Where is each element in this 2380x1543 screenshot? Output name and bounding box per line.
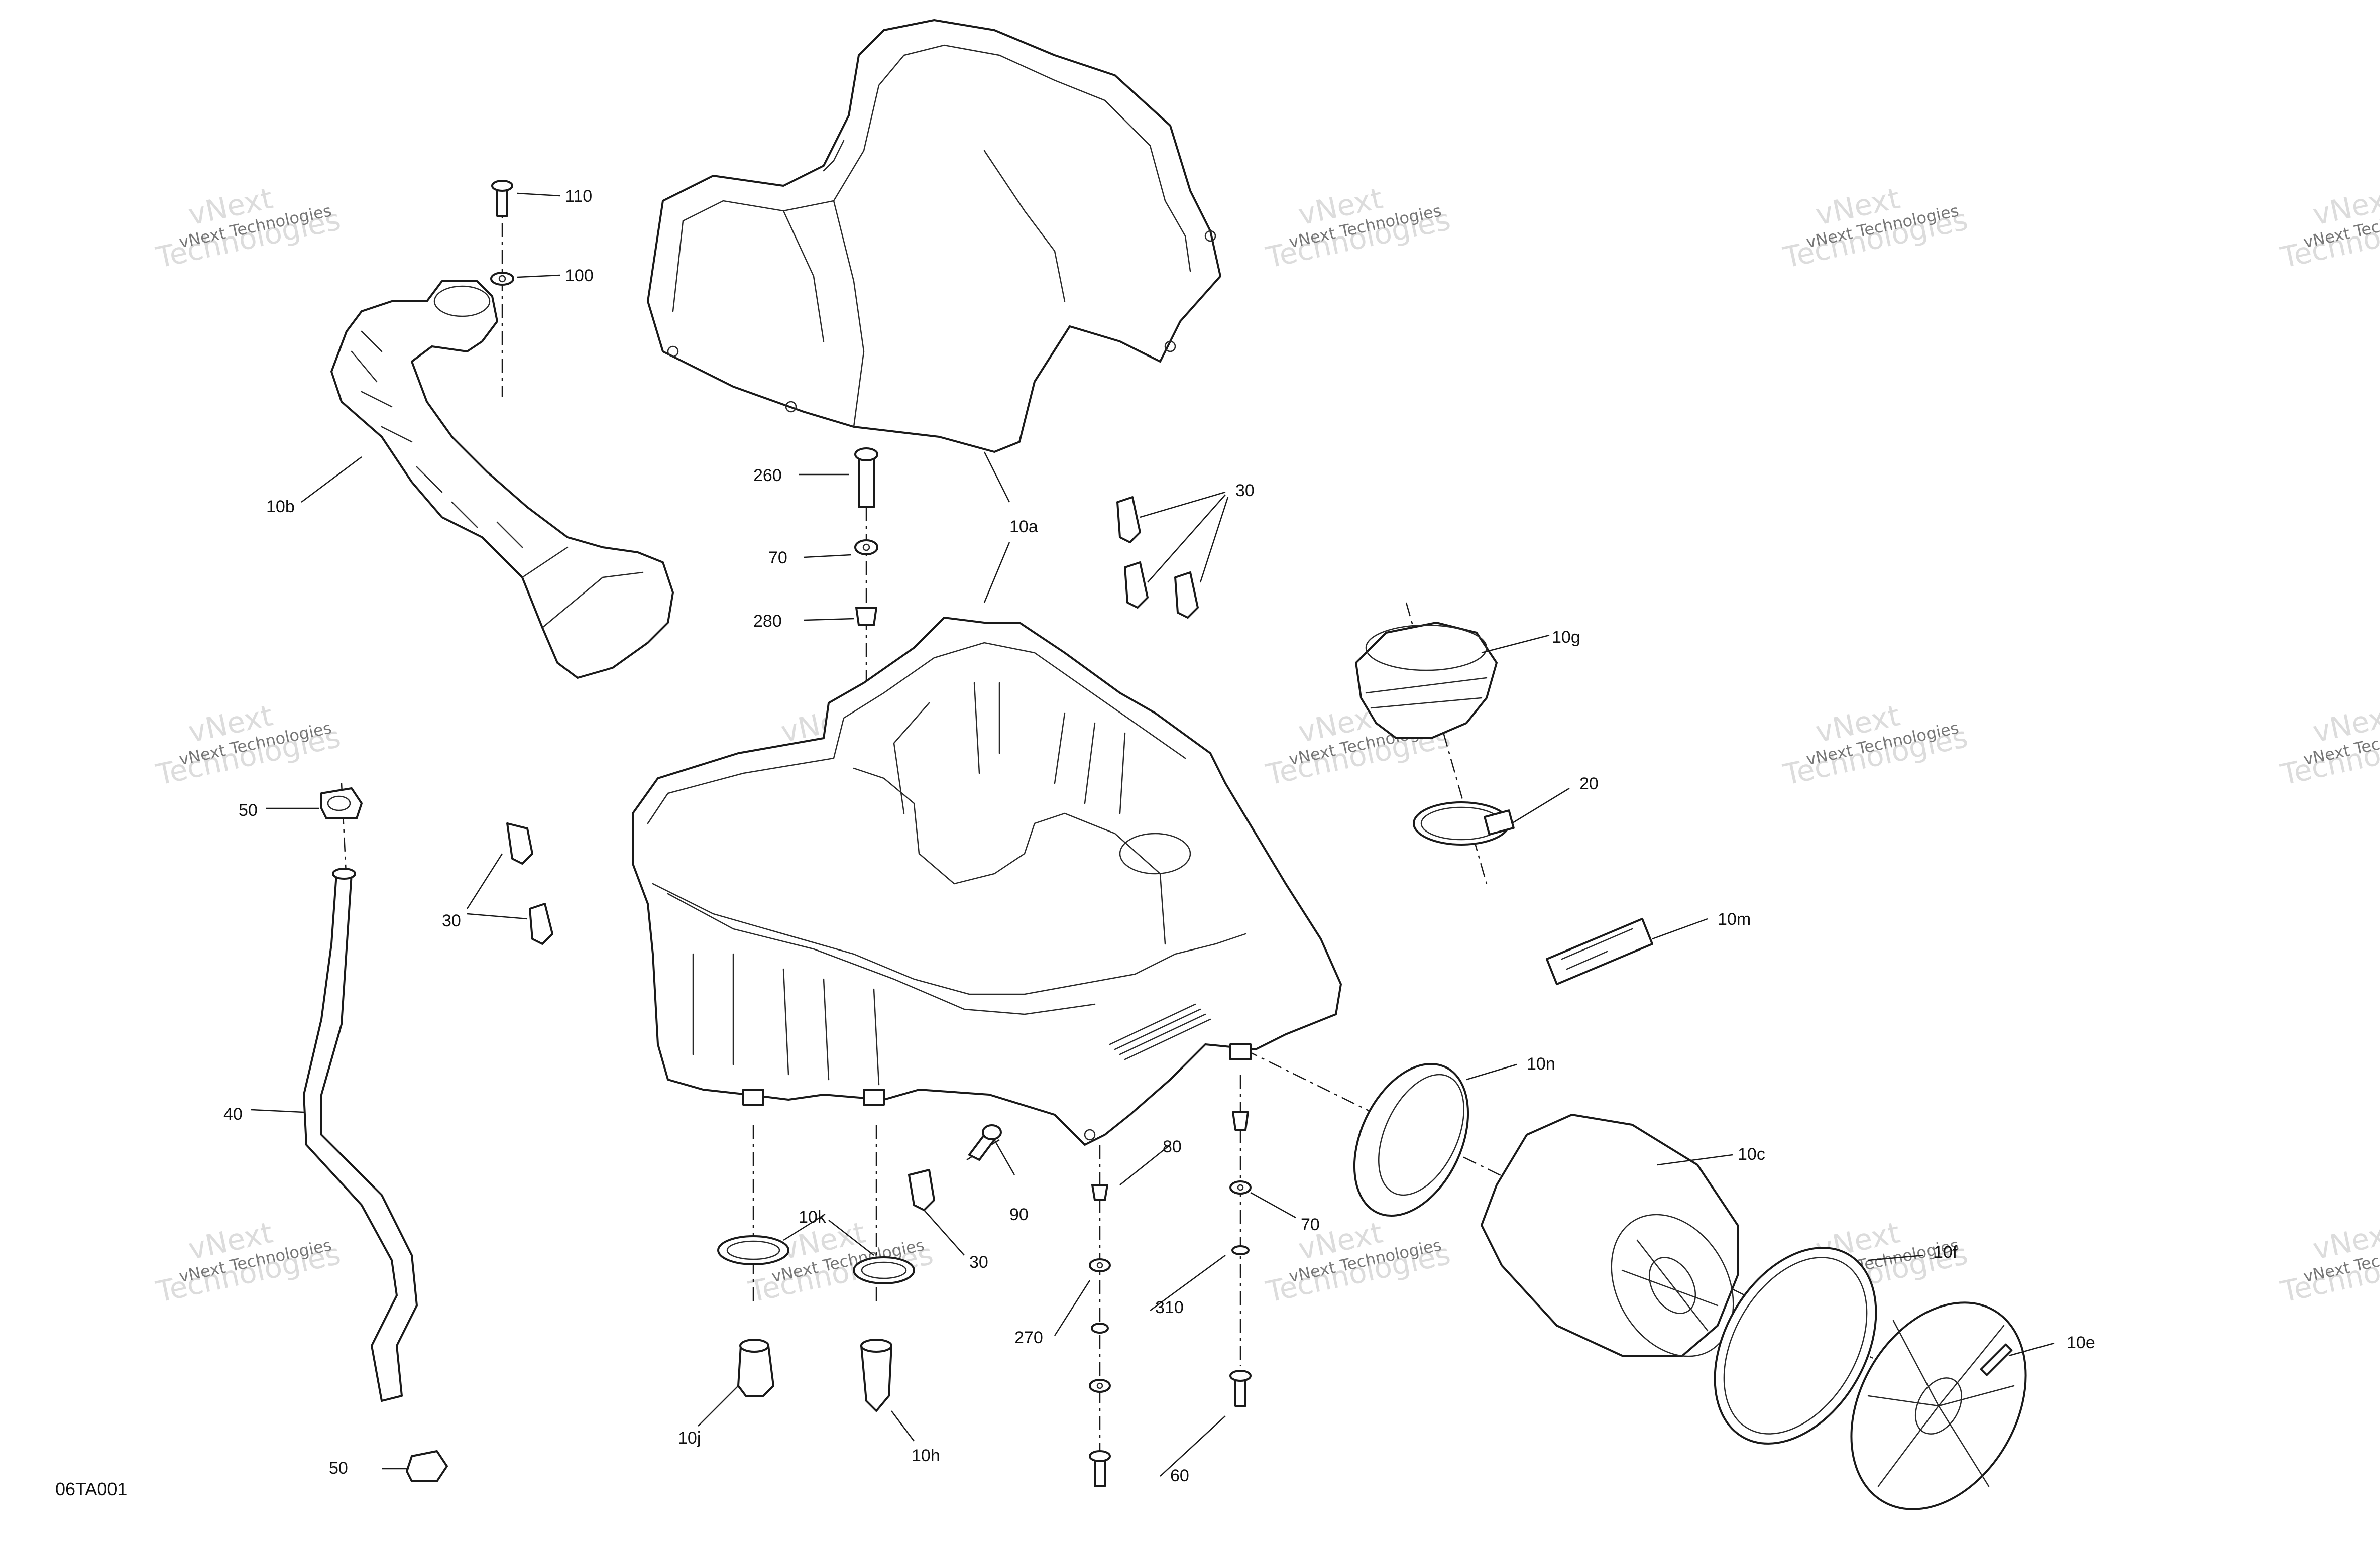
label-decal-part <box>1546 918 1653 985</box>
airbox-base-part <box>632 617 1342 1146</box>
callout-10n: 10n <box>1527 1054 1555 1074</box>
diagram-reference-code: 06TA001 <box>55 1479 127 1499</box>
watermark: vNext Technologies vNext Technologies <box>2277 1215 2380 1309</box>
callout-260: 260 <box>753 466 782 485</box>
bolt-110-washer-100 <box>490 180 514 286</box>
callout-70: 70 <box>1301 1215 1320 1234</box>
air-filter-part <box>1481 1114 1739 1357</box>
callout-10e: 10e <box>2067 1333 2095 1352</box>
callout-10j: 10j <box>678 1429 701 1448</box>
callout-50: 50 <box>329 1459 348 1478</box>
callout-labels: 110 100 10b 260 70 280 10a 30 10g 20 10m… <box>223 187 2095 1485</box>
watermark: vNext Technologies vNext Technologies <box>2277 698 2380 792</box>
air-intake-cover-part <box>647 19 1221 453</box>
callout-70: 70 <box>768 548 787 567</box>
callout-100: 100 <box>565 266 594 285</box>
intake-hose-part <box>330 280 674 679</box>
hardware-column-right <box>1229 1111 1252 1407</box>
callout-50: 50 <box>239 801 258 820</box>
spring-clip-10k-right <box>853 1256 915 1284</box>
seal-ring-part <box>1353 1062 1469 1217</box>
small-clamp-50-bottom <box>406 1450 448 1482</box>
hardware-column-center <box>1089 1184 1111 1487</box>
callout-30: 30 <box>969 1253 988 1272</box>
callout-10k: 10k <box>799 1208 827 1227</box>
hardware-column-top <box>854 447 878 626</box>
watermark: vNext Technologies vNext Technologies <box>2277 181 2380 275</box>
callout-10g: 10g <box>1552 628 1580 647</box>
drain-valve-10h <box>860 1339 892 1412</box>
spring-clip-10k-left <box>717 1235 789 1265</box>
callout-270: 270 <box>1014 1328 1043 1347</box>
callout-10m: 10m <box>1718 910 1751 929</box>
watermark: vNext Technologies vNext Technologies <box>1780 698 1971 792</box>
watermark: vNext Technologies vNext Technologies <box>153 181 344 275</box>
clips-30-left <box>506 822 553 945</box>
hose-40-part <box>303 868 418 1402</box>
callout-90: 90 <box>1009 1205 1029 1224</box>
hose-clamp-part <box>1413 801 1515 846</box>
callout-10h: 10h <box>912 1446 940 1465</box>
clip-30-bottom <box>908 1169 935 1211</box>
small-clamp-50-top <box>320 787 363 819</box>
clips-30-top <box>1116 496 1199 619</box>
callout-80: 80 <box>1163 1137 1182 1156</box>
callout-10b: 10b <box>266 497 295 516</box>
rubber-boot-part <box>1355 622 1498 739</box>
callout-30: 30 <box>1235 481 1255 500</box>
callout-310: 310 <box>1155 1298 1184 1317</box>
callout-110: 110 <box>565 187 592 206</box>
callout-20: 20 <box>1579 774 1599 793</box>
gasket-part <box>1714 1247 1877 1445</box>
callout-40: 40 <box>223 1105 243 1124</box>
end-cap-part <box>1850 1301 2027 1510</box>
callout-280: 280 <box>753 612 782 631</box>
callout-10a: 10a <box>1009 517 1038 536</box>
watermark: vNext Technologies vNext Technologies <box>153 698 344 792</box>
watermark: vNext Technologies vNext Technologies <box>1263 181 1453 275</box>
watermark: vNext Technologies vNext Technologies <box>153 1215 344 1309</box>
callout-10f: 10f <box>1934 1243 1958 1262</box>
watermark: vNext Technologies vNext Technologies <box>1263 1215 1453 1309</box>
callout-60: 60 <box>1170 1466 1189 1485</box>
leader-lines <box>251 192 2055 1477</box>
callout-30: 30 <box>442 911 461 930</box>
watermark: vNext Technologies vNext Technologies <box>1780 181 1971 275</box>
callout-10c: 10c <box>1738 1145 1765 1164</box>
drain-valve-10j <box>737 1339 774 1397</box>
